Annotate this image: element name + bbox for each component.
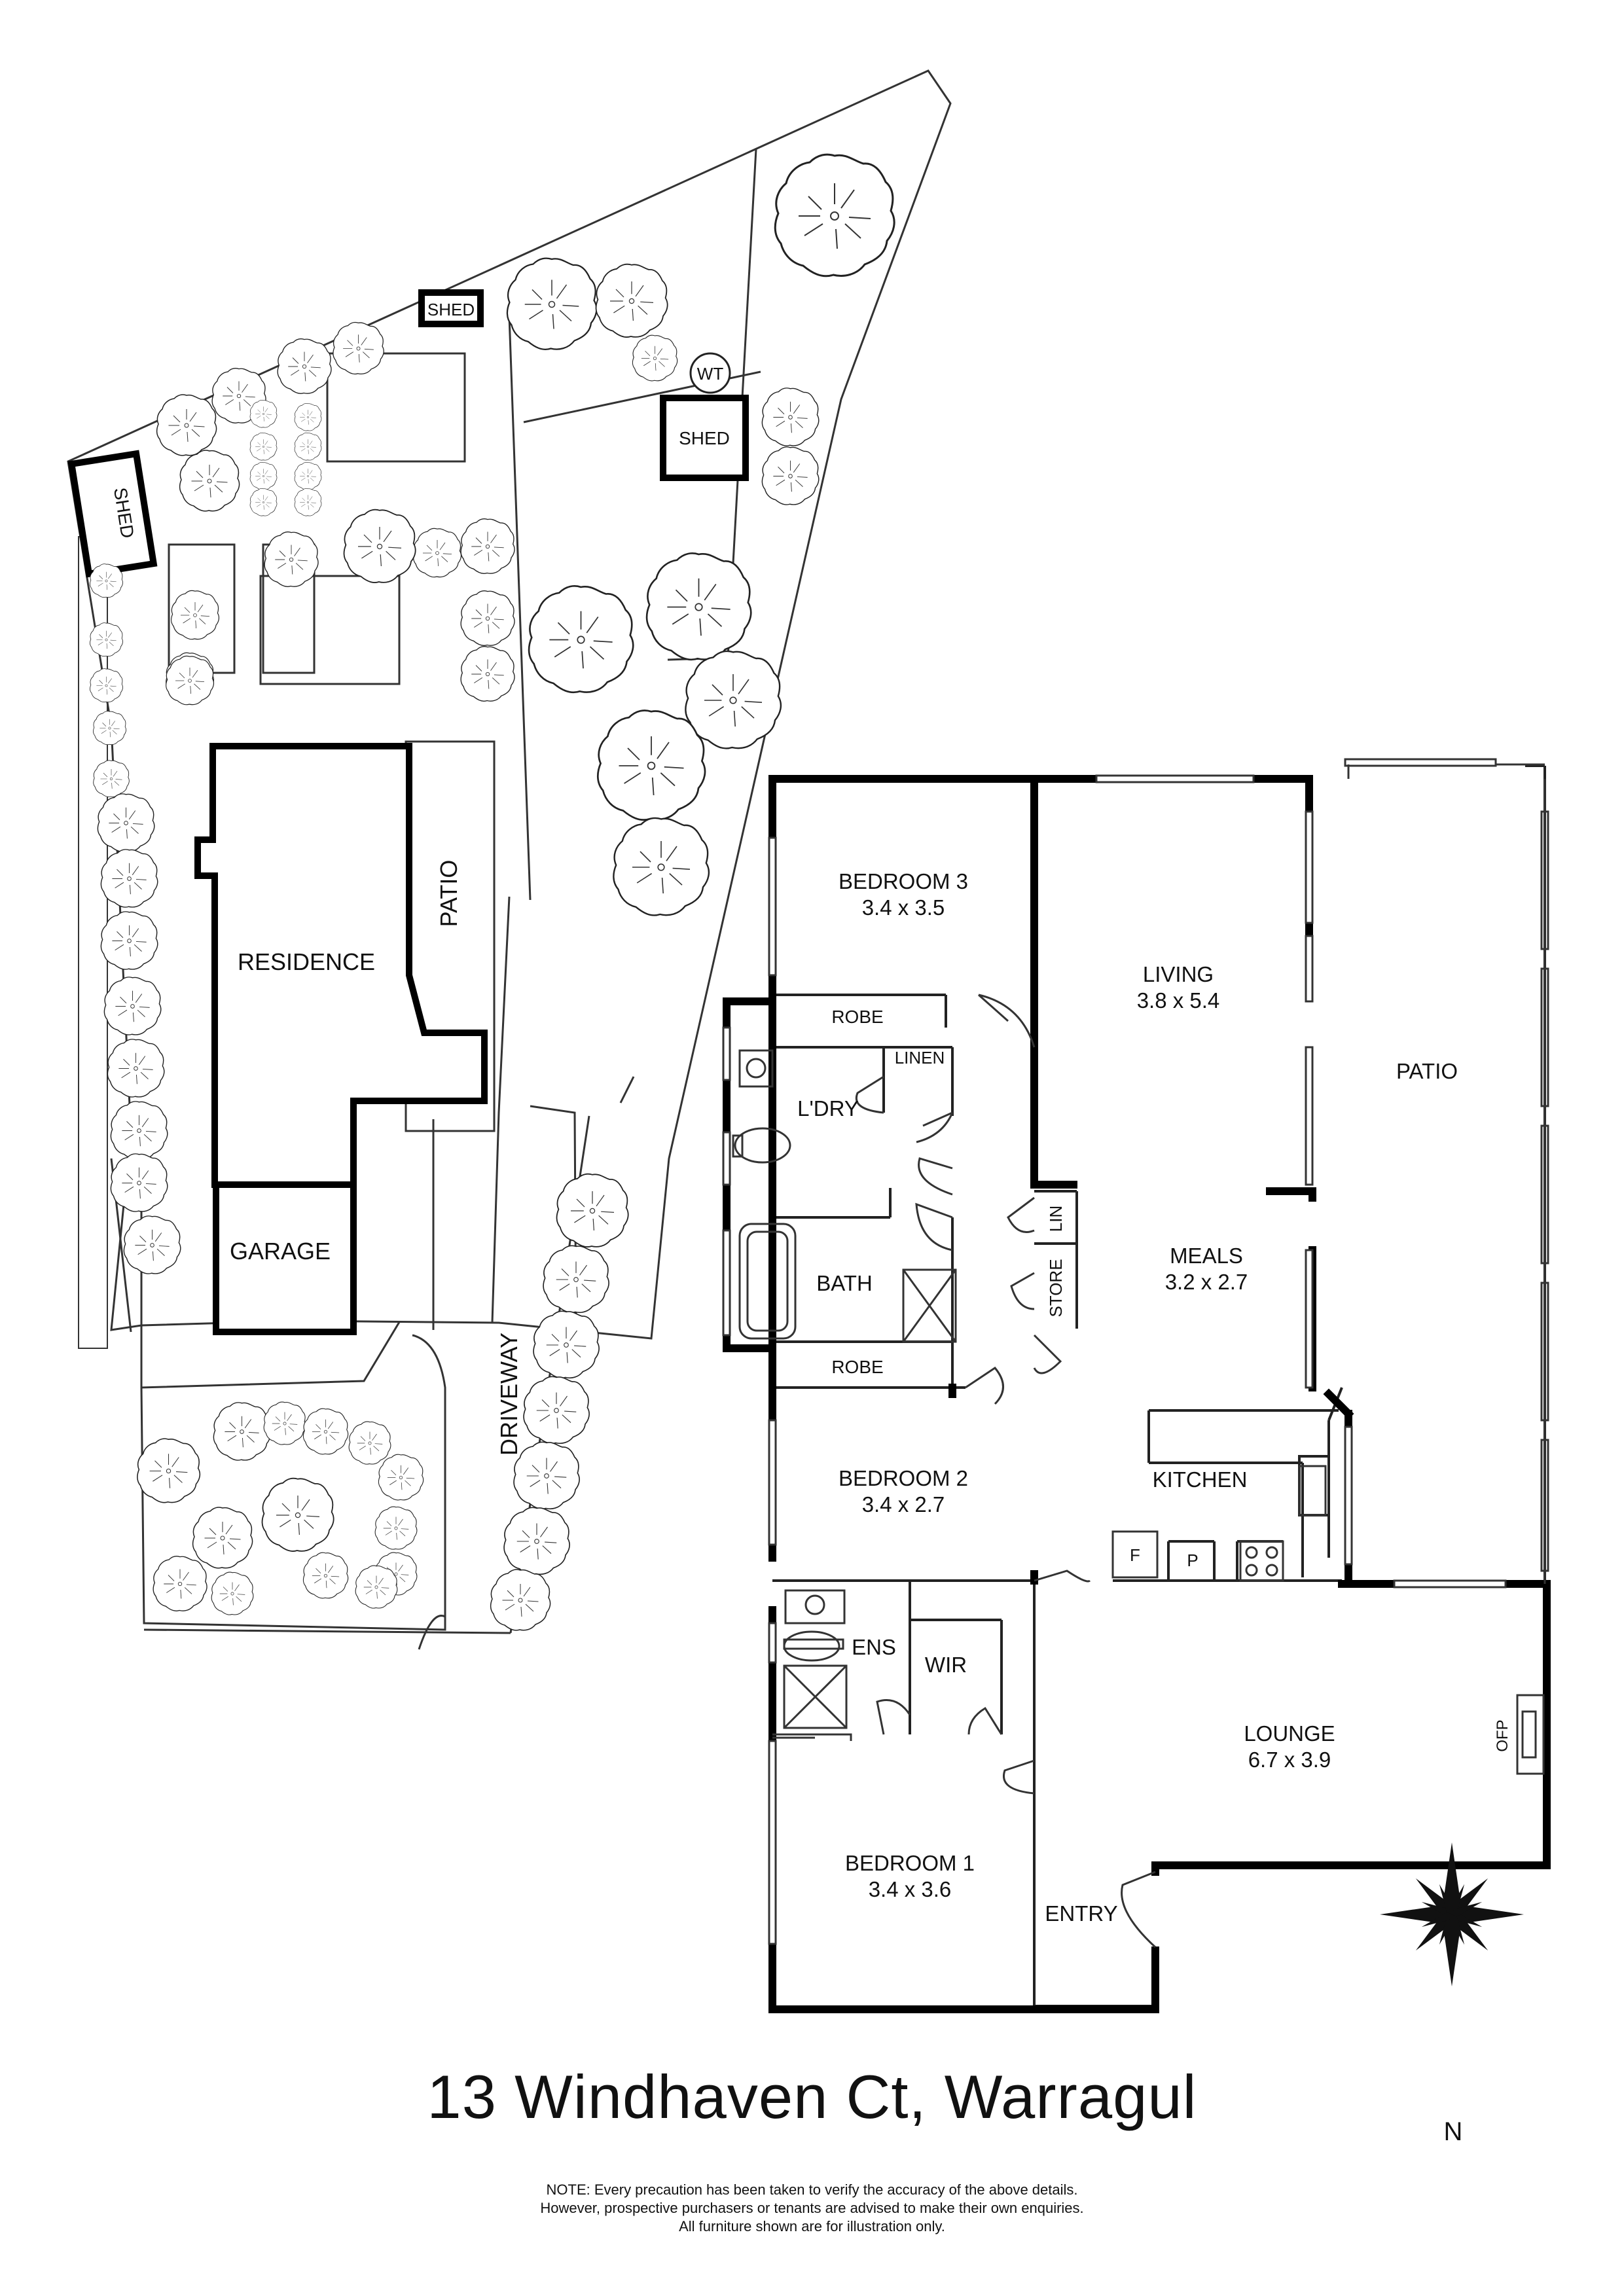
shed-b-outline	[418, 289, 484, 327]
shower-ens	[783, 1664, 848, 1729]
bath-label: BATH	[816, 1271, 873, 1295]
bedroom3-name: BEDROOM 3	[839, 869, 968, 893]
robe-top-label: ROBE	[831, 1007, 883, 1027]
disclaimer-line: All furniture shown are for illustration…	[679, 2218, 945, 2234]
meals-size: 3.2 x 2.7	[1165, 1270, 1248, 1294]
laundry-tub	[738, 1049, 774, 1088]
ens-basin	[784, 1589, 846, 1624]
fireplace-box	[1516, 1694, 1545, 1775]
meals-name: MEALS	[1170, 1244, 1243, 1268]
garage-label: GARAGE	[230, 1238, 331, 1265]
bedroom3-size: 3.4 x 3.5	[862, 895, 945, 920]
shed-c-outline	[660, 395, 749, 481]
garage-outline	[213, 1181, 357, 1335]
residence-label: RESIDENCE	[238, 948, 375, 975]
bedroom2-size: 3.4 x 2.7	[862, 1492, 945, 1516]
water-tank-label: WT	[697, 364, 724, 384]
bedroom1-name: BEDROOM 1	[845, 1851, 975, 1875]
kitchen-label: KITCHEN	[1153, 1467, 1248, 1492]
patio-name: PATIO	[1396, 1059, 1458, 1083]
property-address-title: 13 Windhaven Ct, Warragul	[427, 2062, 1197, 2131]
lin-label: LIN	[1046, 1206, 1066, 1232]
residence-outline	[194, 743, 488, 1188]
fireplace-label: OFP	[1494, 1719, 1511, 1751]
driveway-label: DRIVEWAY	[496, 1333, 522, 1456]
lounge-size: 6.7 x 3.9	[1248, 1748, 1331, 1772]
laundry-label: L'DRY	[797, 1096, 859, 1121]
shed-c-label: SHED	[679, 428, 730, 448]
bedroom2-name: BEDROOM 2	[839, 1466, 968, 1490]
bathtub	[738, 1223, 797, 1340]
toilet-ens	[783, 1630, 840, 1662]
linen-label: LINEN	[895, 1048, 945, 1067]
fridge-box	[1111, 1530, 1159, 1579]
compass-north-label: N	[1444, 2117, 1463, 2146]
robe-mid-label: ROBE	[831, 1357, 883, 1377]
fridge-label: F	[1130, 1545, 1140, 1565]
wir-label: WIR	[925, 1653, 967, 1677]
disclaimer-line: NOTE: Every precaution has been taken to…	[546, 2181, 1078, 2198]
living-size: 3.8 x 5.4	[1137, 988, 1220, 1013]
living-name: LIVING	[1143, 962, 1214, 986]
toilet-bath	[734, 1127, 791, 1164]
site-patio-label: PATIO	[435, 860, 462, 927]
lounge-name: LOUNGE	[1244, 1721, 1335, 1746]
shed-a-outline	[67, 450, 158, 578]
water-tank	[689, 352, 731, 394]
compass-rose-icon	[1380, 1842, 1524, 1986]
site-buildings	[67, 289, 749, 1335]
entry-label: ENTRY	[1045, 1901, 1117, 1926]
exterior-wall	[768, 775, 1313, 2013]
pantry-label: P	[1187, 1551, 1198, 1570]
disclaimer-note: NOTE: Every precaution has been taken to…	[0, 2181, 1624, 2236]
kitchen-sink	[1298, 1465, 1327, 1516]
shower-bath	[902, 1268, 957, 1343]
floor-plan: BEDROOM 3 3.4 x 3.5 LIVING 3.8 x 5.4 PAT…	[110, 300, 1551, 2146]
ensuite-label: ENS	[852, 1635, 896, 1659]
store-label: STORE	[1046, 1259, 1066, 1317]
bedroom1-size: 3.4 x 3.6	[869, 1877, 952, 1901]
disclaimer-line: However, prospective purchasers or tenan…	[540, 2200, 1084, 2216]
shed-b-label: SHED	[427, 300, 475, 319]
stovetop	[1239, 1540, 1284, 1582]
